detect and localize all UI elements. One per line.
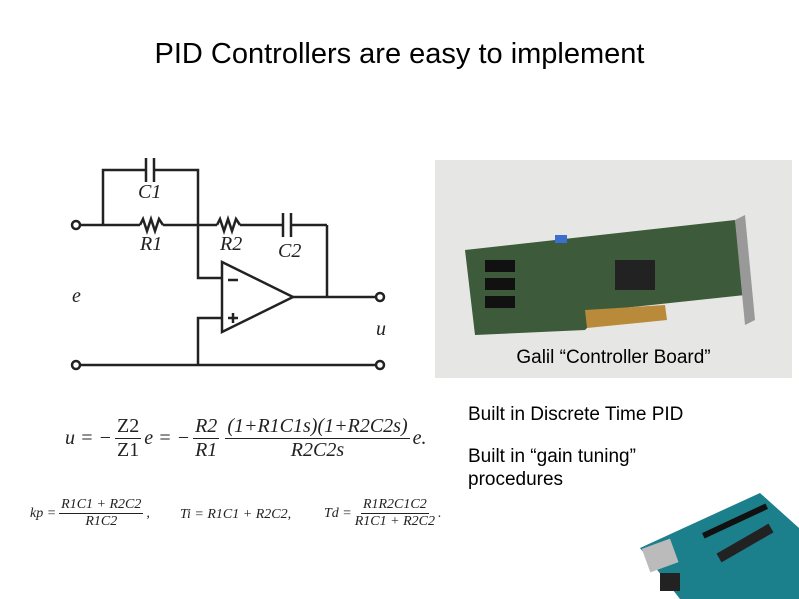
eq-mid: e = −: [144, 427, 191, 449]
kp-lhs: kp =: [30, 505, 57, 521]
td-lhs: Td =: [324, 505, 352, 521]
eq-r1: R1: [195, 439, 218, 461]
eq-tail: e.: [412, 427, 427, 449]
td-den: R1C1 + R2C2: [354, 514, 435, 529]
label-c1: C1: [138, 181, 161, 203]
pid-circuit-diagram: C1 R1 R2 C2 e u: [70, 158, 386, 371]
kp-num: R1C1 + R2C2: [59, 497, 144, 514]
arduino-board-photo: [640, 493, 799, 599]
label-r2: R2: [219, 233, 242, 255]
kp-den: R1C2: [85, 514, 118, 529]
td-num: R1R2C1C2: [360, 497, 429, 514]
eq-r2: R2: [193, 415, 220, 439]
eq-lhs: u = −: [65, 427, 112, 449]
label-u: u: [376, 318, 386, 340]
label-e: e: [72, 285, 81, 307]
bullet-gain-tuning: Built in “gain tuning” procedures: [468, 446, 636, 490]
eq-z1: Z1: [117, 439, 140, 461]
controller-board-photo: [435, 160, 792, 378]
label-c2: C2: [278, 240, 301, 262]
eq-denominator: R2C2s: [290, 439, 345, 461]
td-tail: .: [437, 505, 442, 521]
eq-numerator: (1+R1C1s)(1+R2C2s): [225, 415, 410, 439]
kp-tail: ,: [146, 505, 150, 521]
bullet-discrete-pid: Built in Discrete Time PID: [468, 404, 684, 425]
slide-title: PID Controllers are easy to implement: [154, 38, 645, 70]
eq-z2: Z2: [115, 415, 142, 439]
label-r1: R1: [139, 233, 162, 255]
ti-equation: Ti = R1C1 + R2C2,: [180, 507, 292, 522]
board-caption: Galil “Controller Board”: [516, 347, 711, 368]
